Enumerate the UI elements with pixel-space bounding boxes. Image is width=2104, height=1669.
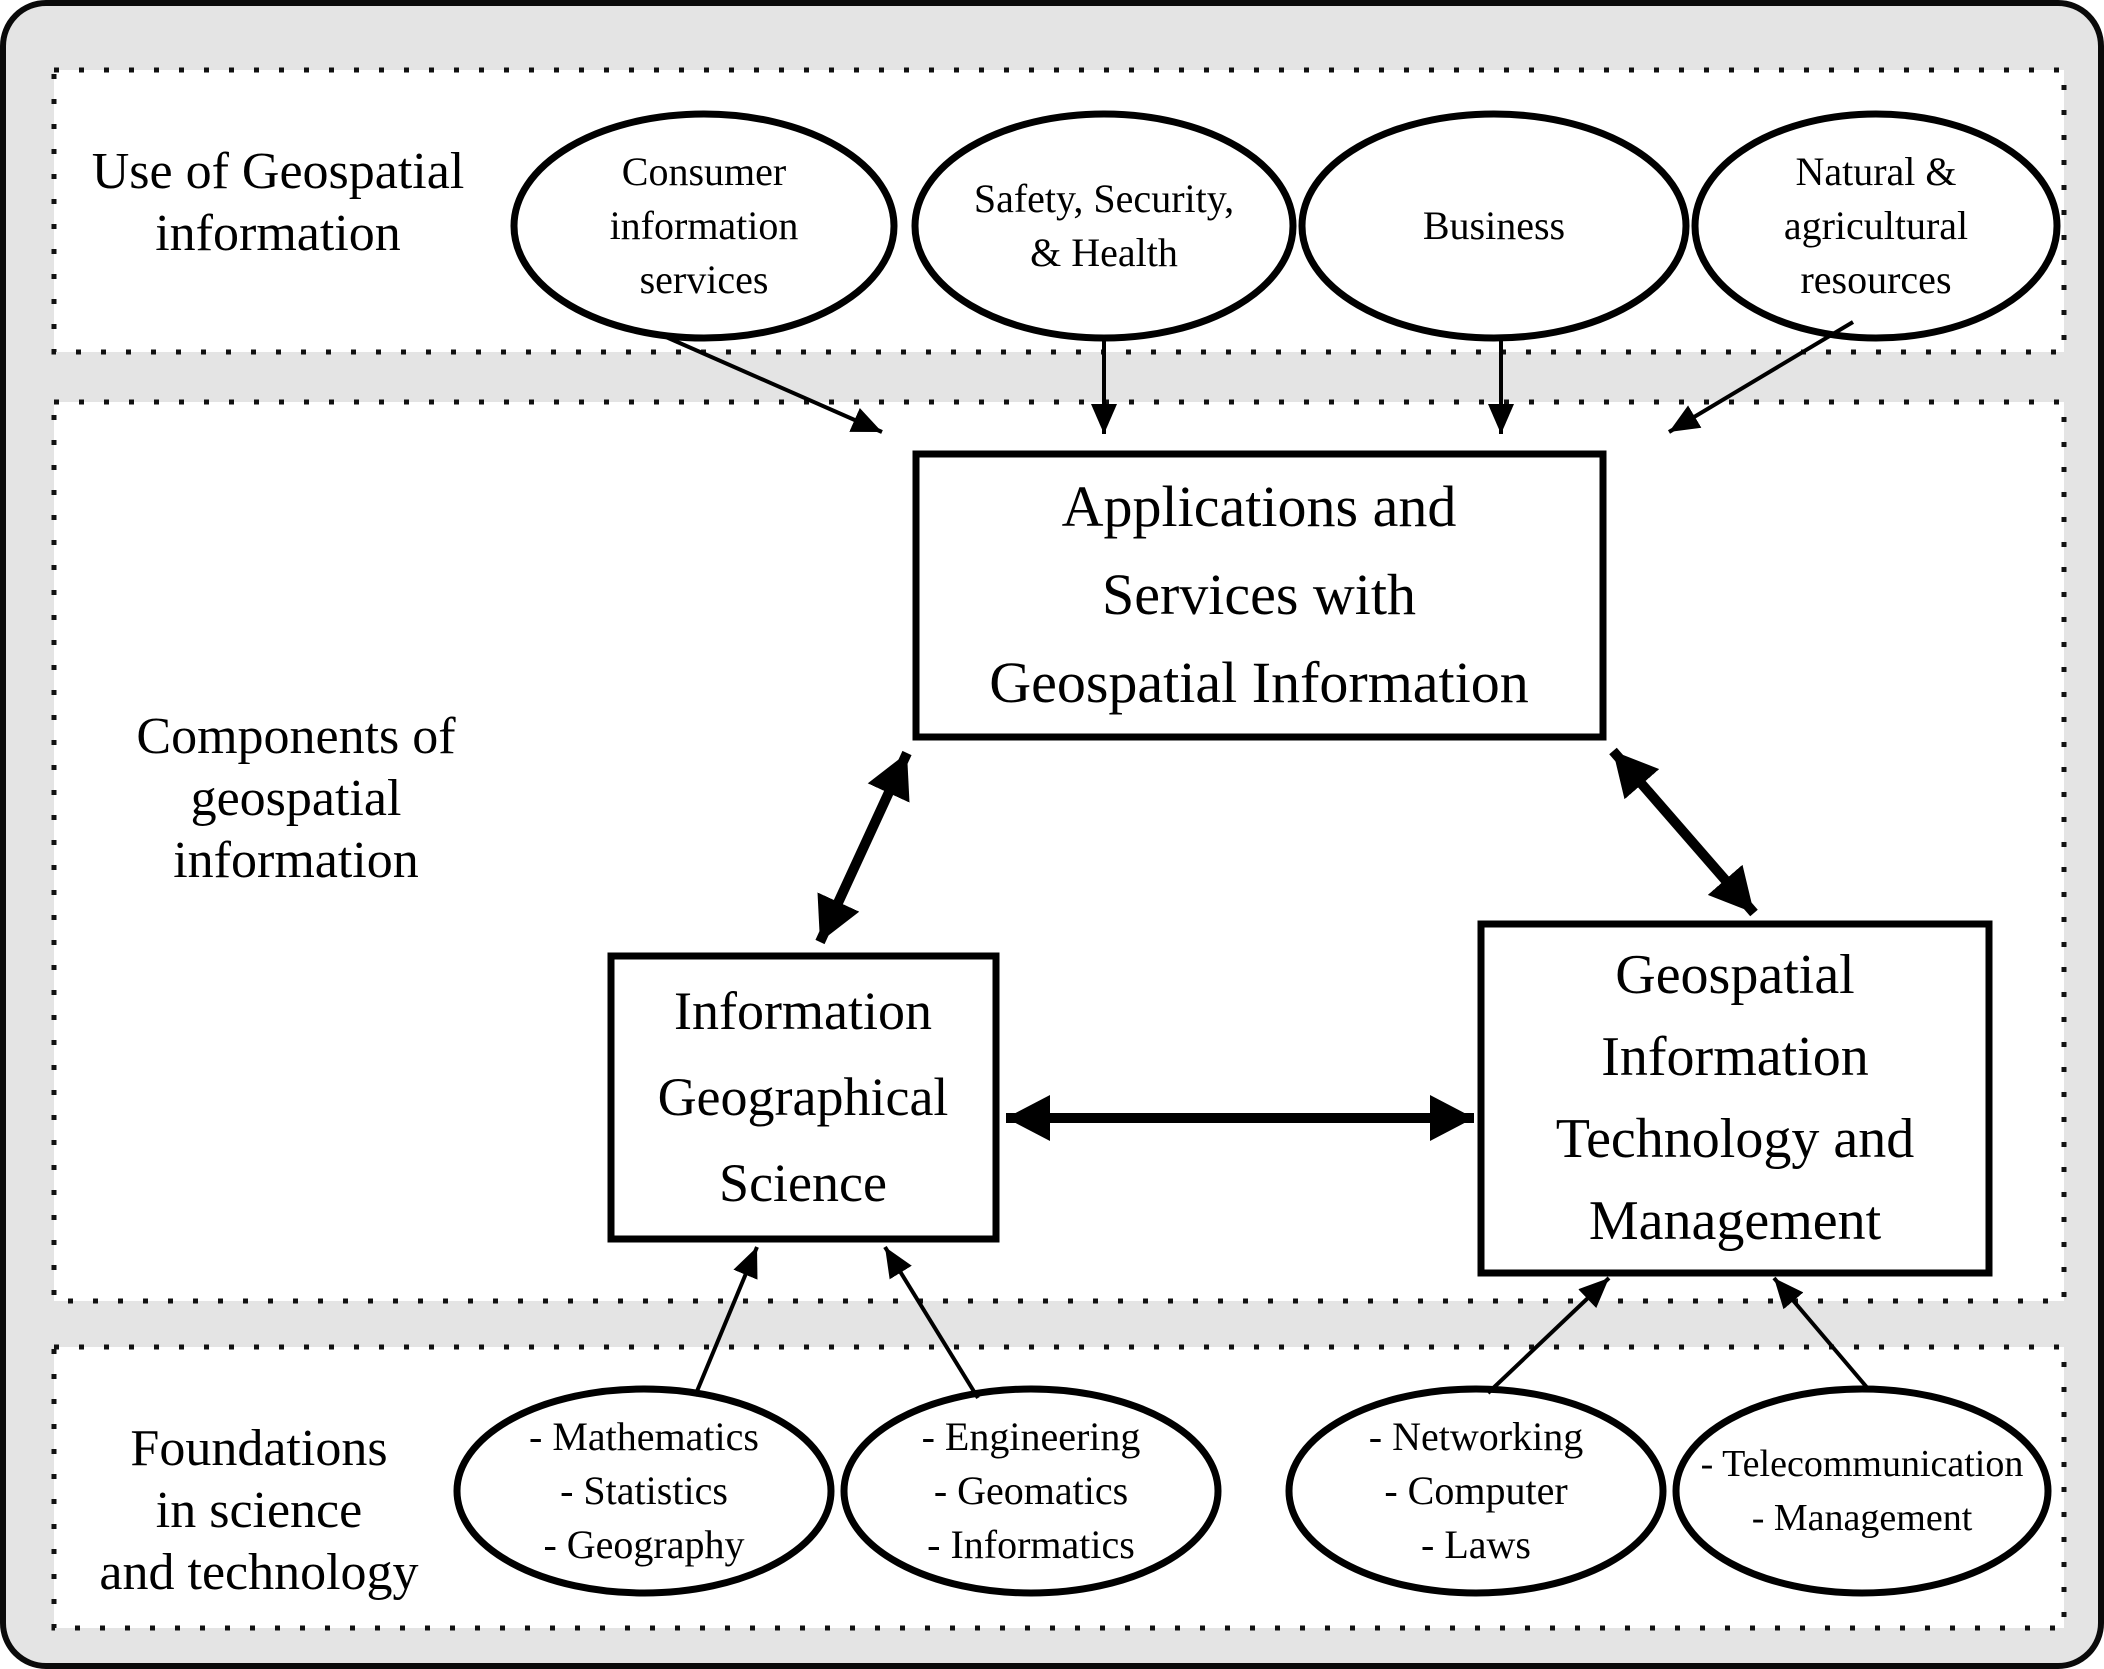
box-geospatial-it-management bbox=[1477, 920, 1993, 1277]
label-natural-agricultural-resources: Natural & agricultural resources bbox=[1783, 149, 1969, 302]
arrow-engineering-to-igs bbox=[883, 1245, 980, 1400]
double-arrow-igs-applications bbox=[815, 750, 912, 945]
box-information-geographical-science bbox=[607, 952, 1000, 1243]
label-applications-and-services: Applications and Services with Geospatia… bbox=[989, 474, 1529, 715]
label-mathematics-statistics-geography: - Mathematics - Statistics - Geography bbox=[529, 1414, 759, 1567]
ellipse-engineering-geomatics-informatics bbox=[840, 1385, 1222, 1597]
double-arrow-applications-gitm bbox=[1609, 747, 1758, 917]
arrow-networking-to-gitm bbox=[1486, 1276, 1611, 1395]
label-networking-computer-laws: - Networking - Computer - Laws bbox=[1368, 1414, 1584, 1567]
ellipse-networking-computer-laws bbox=[1285, 1385, 1667, 1597]
label-consumer-information-services: Consumer information services bbox=[609, 149, 799, 302]
arrow-mathematics-to-igs bbox=[693, 1246, 759, 1397]
ellipse-safety-security-health bbox=[911, 110, 1297, 342]
ellipse-telecommunication-management bbox=[1672, 1385, 2052, 1597]
band-label-foundations: Foundations in science and technology bbox=[99, 1420, 419, 1601]
arrow-telecom-to-gitm bbox=[1772, 1276, 1872, 1393]
band-label-use-of-geospatial: Use of Geospatial information bbox=[91, 143, 465, 262]
ellipse-natural-agricultural-resources bbox=[1691, 110, 2061, 342]
label-geospatial-it-management: Geospatial Information Technology and Ma… bbox=[1555, 944, 1915, 1252]
label-safety-security-health: Safety, Security, & Health bbox=[973, 176, 1235, 275]
ellipse-mathematics-statistics-geography bbox=[453, 1385, 835, 1597]
band-label-components: Components of geospatial information bbox=[136, 708, 456, 889]
label-telecommunication-management: - Telecommunication - Management bbox=[1700, 1443, 2024, 1539]
arrow-natural-to-applications bbox=[1667, 320, 1855, 434]
label-engineering-geomatics-informatics: - Engineering - Geomatics - Informatics bbox=[921, 1414, 1141, 1567]
label-information-geographical-science: Information Geographical Science bbox=[657, 981, 949, 1213]
box-applications-and-services bbox=[912, 450, 1607, 741]
arrow-consumer-to-applications bbox=[665, 335, 883, 434]
ellipse-business bbox=[1298, 110, 1690, 342]
label-business: Business bbox=[1422, 203, 1566, 248]
diagram-canvas bbox=[51, 67, 2067, 1631]
ellipse-consumer-information-services bbox=[510, 110, 898, 342]
